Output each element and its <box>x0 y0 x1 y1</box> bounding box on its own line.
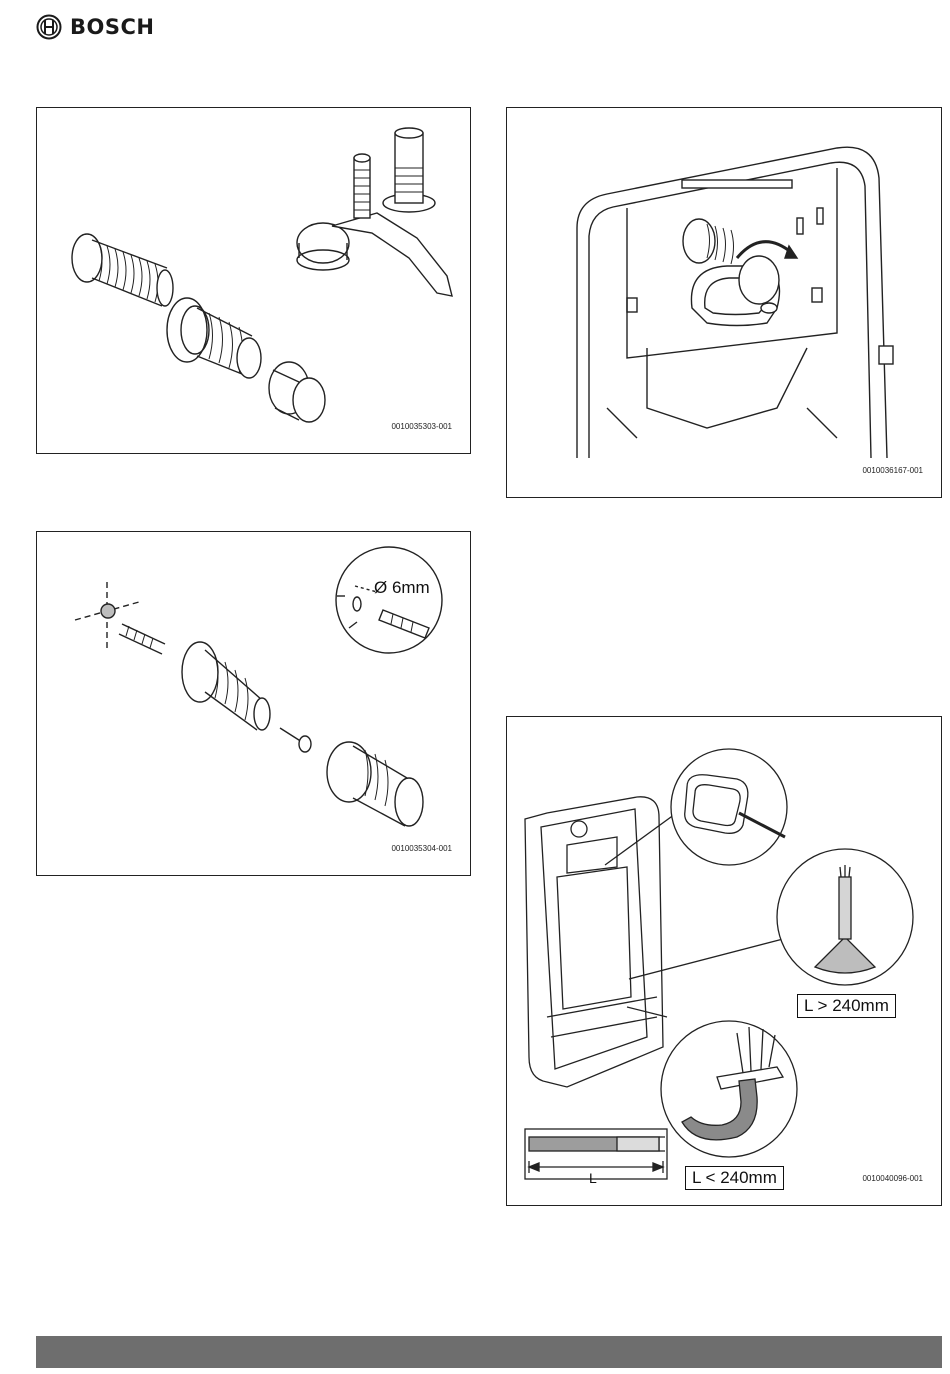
bosch-armature-icon <box>36 14 62 40</box>
bosch-logo: BOSCH <box>36 14 154 40</box>
figure-id: 0010035303-001 <box>391 422 452 431</box>
drill-diameter-label: Ø 6mm <box>374 578 430 598</box>
figure-id: 0010036167-001 <box>862 466 923 475</box>
cable-entry-illustration <box>507 717 943 1207</box>
brand-name: BOSCH <box>70 15 154 39</box>
figure-spacer-sleeves: 0010035303-001 <box>36 107 471 454</box>
long-cable-label: L > 240mm <box>797 994 896 1018</box>
footer-bar <box>36 1336 942 1368</box>
mounting-frame-illustration <box>507 108 943 499</box>
spacer-sleeves-illustration <box>37 108 472 455</box>
figure-id: 0010040096-001 <box>862 1174 923 1183</box>
figure-mounting-frame: 0010036167-001 <box>506 107 942 498</box>
figure-id: 0010035304-001 <box>391 844 452 853</box>
figure-wall-anchor: Ø 6mm 0010035304-001 <box>36 531 471 876</box>
figure-cable-entry: L > 240mm L < 240mm L 0010040096-001 <box>506 716 942 1206</box>
short-cable-label: L < 240mm <box>685 1166 784 1190</box>
length-label: L <box>589 1170 597 1186</box>
